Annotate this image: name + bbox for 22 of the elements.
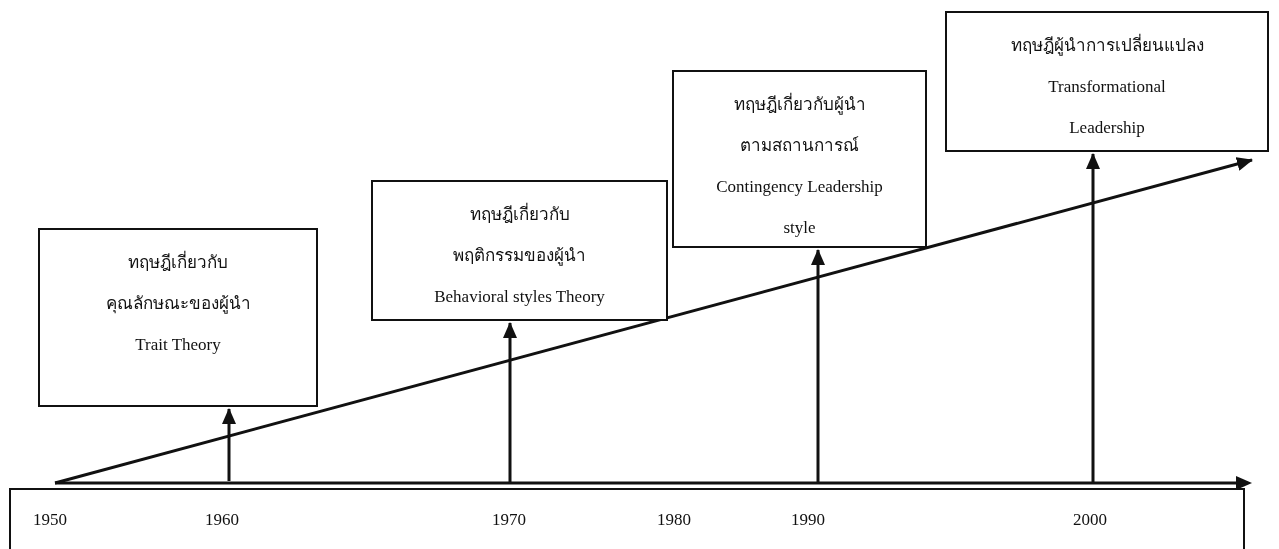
year-label: 1970 bbox=[492, 510, 526, 530]
theory-name: ทฤษฎีเกี่ยวกับคุณลักษณะของผู้นำ bbox=[103, 242, 253, 324]
theory-subtitle: Trait Theory bbox=[135, 334, 221, 356]
theory-box bbox=[945, 11, 1269, 152]
year-label: 1980 bbox=[657, 510, 691, 530]
theory-box bbox=[672, 70, 927, 248]
theory-box bbox=[38, 228, 318, 407]
arrow bbox=[222, 408, 236, 481]
theory-name: ทฤษฎีเกี่ยวกับผู้นำตามสถานการณ์ bbox=[724, 84, 875, 166]
year-label: 2000 bbox=[1073, 510, 1107, 530]
year-label: 1950 bbox=[33, 510, 67, 530]
arrow bbox=[1086, 153, 1100, 483]
theory-box bbox=[371, 180, 668, 321]
theory-name: ทฤษฎีเกี่ยวกับพฤติกรรมของผู้นำ bbox=[434, 194, 605, 276]
theory-subtitle: Contingency Leadership style bbox=[715, 176, 884, 239]
theory-subtitle: Behavioral styles Theory bbox=[434, 286, 605, 308]
year-label: 1960 bbox=[205, 510, 239, 530]
arrow bbox=[503, 322, 517, 483]
theory-subtitle: Transformational Leadership bbox=[1047, 76, 1167, 139]
year-label: 1990 bbox=[791, 510, 825, 530]
arrow bbox=[811, 249, 825, 483]
theory-name: ทฤษฎีผู้นำการเปลี่ยนแปลง bbox=[1010, 25, 1204, 66]
